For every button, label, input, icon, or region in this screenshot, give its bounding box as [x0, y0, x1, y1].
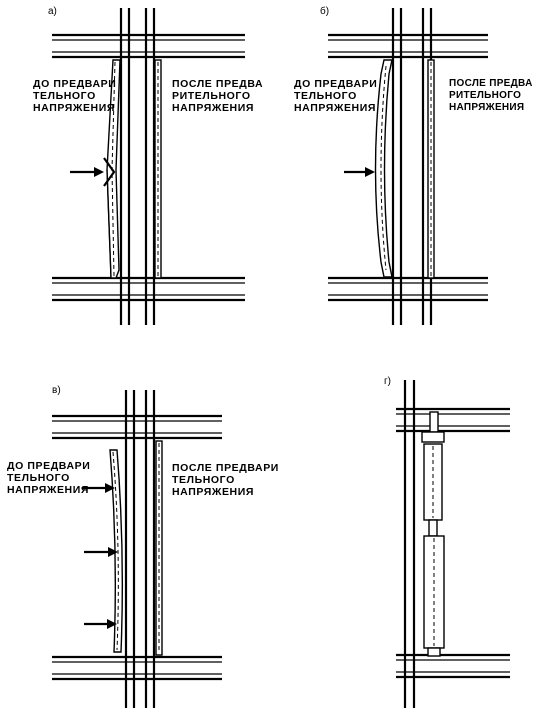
panel-a-strut-after [154, 59, 162, 279]
panel-b-column-left [391, 8, 403, 325]
panel-a-top-beam [52, 33, 245, 59]
panel-g-drawing [396, 380, 510, 708]
panel-b-before-label: ДО ПРЕДВАРИ ТЕЛЬНОГО НАПРЯЖЕНИЯ [294, 78, 378, 114]
panel-v-strut-before [109, 449, 124, 653]
panel-g-jack-lower [423, 535, 445, 657]
panel-a-letter: a) [48, 6, 57, 17]
panel-v-column-left [124, 390, 136, 708]
panel-a-column-right [144, 8, 156, 325]
panel-a-load-arrow [70, 167, 104, 177]
panel-a-strut-before [103, 59, 121, 279]
panel-v-letter: в) [52, 385, 61, 396]
panel-b-drawing [328, 8, 488, 325]
panel-g-letter: г) [384, 376, 391, 387]
panel-g-column [403, 380, 416, 708]
panel-g-jack-upper [421, 411, 445, 537]
panel-v-load-arrow-bottom [84, 619, 117, 629]
panel-b-letter: б) [320, 6, 330, 17]
panel-v-strut-after [155, 440, 163, 656]
panel-a-before-label: ДО ПРЕДВАРИ ТЕЛЬНОГО НАПРЯЖЕНИЯ [33, 78, 117, 114]
panel-v-top-beam [52, 414, 222, 440]
panel-v-before-label: ДО ПРЕДВАРИ ТЕЛЬНОГО НАПРЯЖЕНИЯ [7, 460, 91, 496]
panel-a-drawing [52, 8, 245, 325]
panel-b-top-beam [328, 33, 488, 59]
panel-v-drawing [52, 390, 222, 708]
panel-a-after-label: ПОСЛЕ ПРЕДВА РИТЕЛЬНОГО НАПРЯЖЕНИЯ [172, 78, 264, 114]
panel-b-after-label: ПОСЛЕ ПРЕДВА РИТЕЛЬНОГО НАПРЯЖЕНИЯ [449, 78, 533, 113]
panel-v-column-right [144, 390, 156, 708]
panel-v-load-arrow-top [82, 483, 115, 493]
panel-v-bottom-beam [52, 655, 222, 681]
panel-v-after-label: ПОСЛЕ ПРЕДВАРИ ТЕЛЬНОГО НАПРЯЖЕНИЯ [172, 462, 279, 498]
panel-b-load-arrow [344, 167, 375, 177]
panel-a-column-left [119, 8, 131, 325]
panel-v-load-arrow-middle [84, 547, 118, 557]
panel-b-strut-after [427, 59, 435, 279]
panel-a-bottom-beam [52, 276, 245, 302]
panel-b-strut-before [374, 59, 393, 278]
panel-b-bottom-beam [328, 276, 488, 302]
